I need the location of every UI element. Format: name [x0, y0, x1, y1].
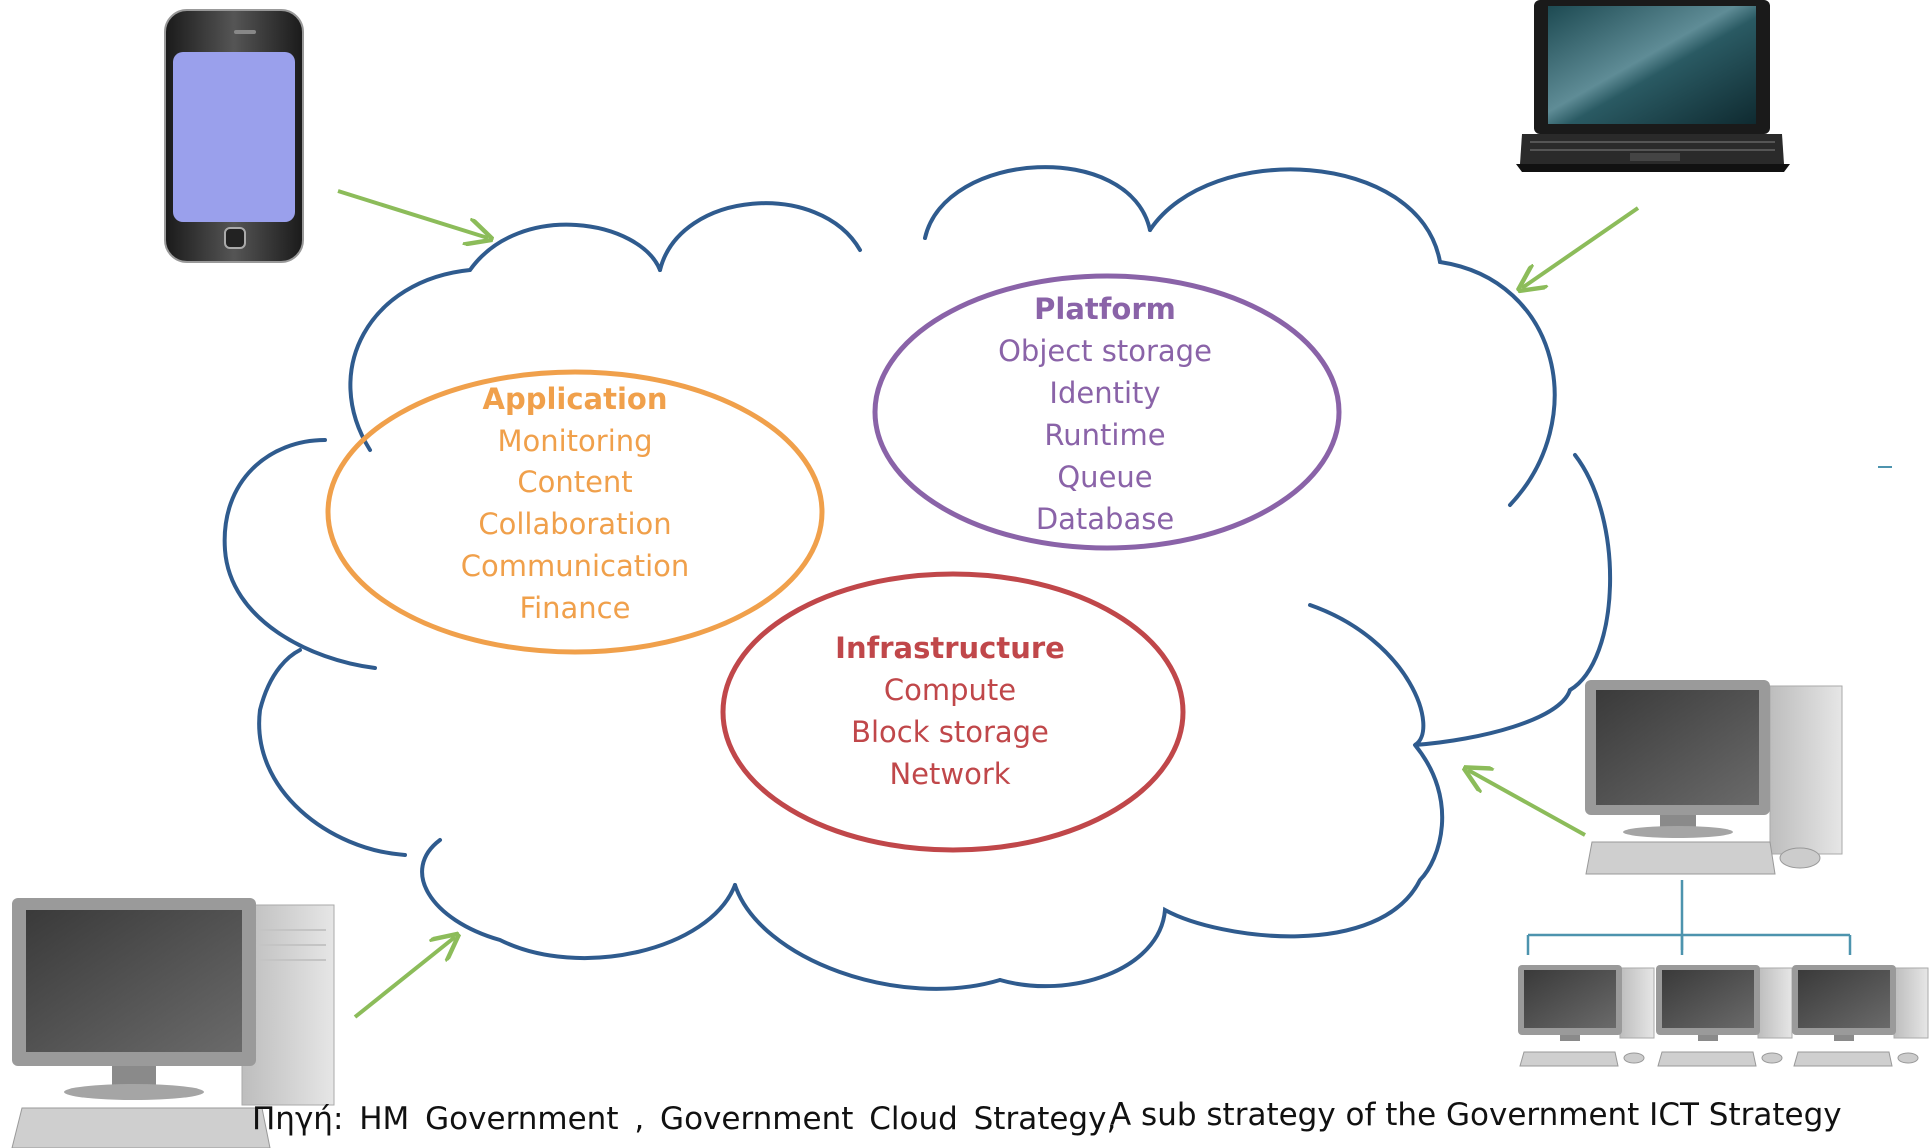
cloud-arc — [348, 222, 662, 452]
cloud-arc — [1438, 260, 1557, 507]
network-connector — [1526, 880, 1852, 955]
cloud-arc — [420, 838, 737, 960]
application-ellipse — [325, 369, 825, 655]
platform-item: Identity — [1049, 376, 1160, 410]
infrastructure-title: Infrastructure — [835, 631, 1065, 665]
desktop-computer-icon — [1656, 965, 1793, 1067]
platform-item: Runtime — [1044, 418, 1165, 452]
application-item: Communication — [461, 549, 690, 583]
arrow-network-to-cloud — [1468, 770, 1586, 837]
infrastructure-ellipse — [720, 571, 1186, 853]
infrastructure-item: Compute — [884, 673, 1016, 707]
platform-item: Database — [1036, 502, 1174, 536]
platform-item: Object storage — [998, 334, 1212, 368]
cloud-arc — [733, 883, 1002, 991]
cloud-arc — [257, 648, 407, 857]
desktop-computer-icon — [1792, 965, 1929, 1067]
source-caption-subtitle: A sub strategy of the Government ICT Str… — [1110, 1097, 1842, 1133]
computer-network-icon — [1518, 965, 1929, 1067]
cloud-arc — [1568, 453, 1613, 692]
application-item: Finance — [520, 591, 631, 625]
laptop-icon — [1516, 0, 1790, 172]
platform-item: Queue — [1057, 460, 1152, 494]
application-item: Monitoring — [497, 424, 652, 458]
arrow-phone-to-cloud — [337, 189, 488, 238]
cloud-arc — [1148, 167, 1442, 264]
arrow-desktop-to-cloud — [353, 937, 455, 1019]
cloud-arc — [1308, 603, 1572, 747]
arrow-laptop-to-cloud — [1522, 206, 1640, 288]
desktop-computer-icon — [11, 898, 335, 1148]
infrastructure-item: Network — [889, 757, 1010, 791]
platform-ellipse — [872, 273, 1342, 551]
arrows — [337, 189, 1640, 1019]
application-item: Content — [517, 465, 632, 499]
application-item: Collaboration — [478, 507, 671, 541]
cloud-arc — [998, 743, 1445, 989]
platform-title: Platform — [1034, 292, 1176, 326]
desktop-computer-icon — [1518, 965, 1655, 1067]
cloud-arc — [658, 201, 862, 272]
cloud-arc — [923, 165, 1152, 240]
smartphone-icon — [164, 9, 304, 263]
source-caption: Πηγή: HM Government , Government Cloud S… — [252, 1101, 1117, 1137]
infrastructure-item: Block storage — [851, 715, 1049, 749]
application-title: Application — [483, 382, 668, 416]
cloud-arc — [222, 438, 377, 670]
cloud-shape — [222, 165, 1613, 991]
desktop-computer-icon — [1585, 680, 1843, 875]
